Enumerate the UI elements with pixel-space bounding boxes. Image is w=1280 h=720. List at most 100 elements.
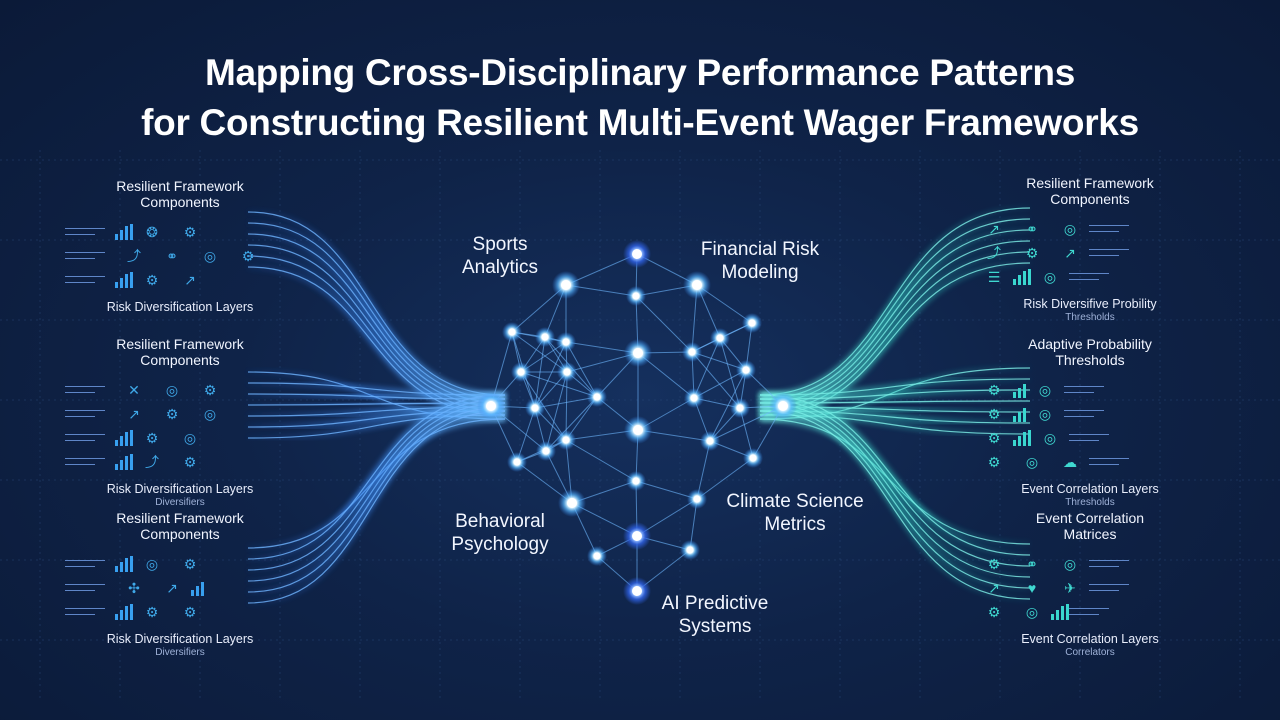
panel-sub: Correlators: [1065, 647, 1115, 658]
network-node: [749, 454, 757, 462]
gear-icon: ⚙: [183, 603, 197, 620]
panel-footer: Risk Diversification Layers: [106, 482, 254, 496]
trend-arrow-icon: ↗: [184, 271, 196, 288]
network-edge: [719, 337, 741, 409]
list-item: ⚙◎: [975, 378, 1205, 402]
page-title: Mapping Cross-Disciplinary Performance P…: [0, 48, 1280, 148]
network-node: [517, 368, 525, 376]
network-edge: [635, 480, 698, 500]
trend-arrow-icon: ↗: [166, 579, 178, 596]
target-icon: ◎: [165, 381, 179, 398]
gear-icon: ⚙: [145, 271, 159, 288]
panel-sub: Thresholds: [1065, 312, 1115, 323]
stream-left-core: [247, 394, 506, 560]
stream-right-core: [759, 218, 1031, 400]
target-icon: ◎: [203, 247, 217, 264]
stream-left-core: [247, 398, 506, 571]
network-node: [690, 394, 698, 402]
target-icon: ◎: [1038, 381, 1052, 398]
network-node: [632, 292, 640, 300]
panel-footer: Risk Diversification Layers: [106, 632, 254, 646]
network-node: [716, 334, 724, 342]
network-nodes: [477, 240, 797, 605]
bar-chart-icon: [1013, 269, 1031, 285]
bar-chart-icon: [115, 556, 133, 572]
network-edge: [534, 396, 598, 409]
stream-right-core: [759, 378, 1031, 396]
network-edge: [693, 337, 721, 399]
network-edge: [545, 371, 568, 452]
label-financial-risk: Financial Risk Modeling: [700, 239, 820, 283]
stream-left-core: [247, 410, 506, 604]
label-sports-analytics: Sports Analytics: [461, 234, 539, 278]
panel-sub: Diversifiers: [155, 647, 205, 658]
gear-icon: ⚙: [1025, 244, 1039, 261]
list-item: ◎⚙: [65, 552, 295, 576]
network-edge: [511, 331, 568, 373]
trend-arrow-icon: ↗: [128, 405, 140, 422]
network-icon: ⚭: [1026, 220, 1038, 237]
network-node: [632, 477, 640, 485]
list-item: ⚙⚭◎: [975, 552, 1205, 576]
network-node: [562, 436, 570, 444]
bar-chart-icon: [1013, 382, 1026, 398]
trend-arrow-icon: ↗: [1064, 244, 1076, 261]
bar-chart-icon: [115, 430, 133, 446]
list-item: ⚙◎: [975, 426, 1205, 450]
bar-chart-icon: [1013, 430, 1031, 446]
list-item: ⚙◎: [975, 402, 1205, 426]
list-item: ↗♥✈: [975, 576, 1205, 600]
gear-icon: ⚙: [987, 453, 1001, 470]
list-item: ⤴⚭◎⚙: [65, 244, 295, 268]
stream-right-core: [759, 402, 1031, 578]
gear-icon: ⚙: [203, 381, 217, 398]
stream-right-core: [759, 410, 1031, 600]
list-item: ↗ ⚭ ◎: [975, 217, 1205, 241]
list-item: ⚙◎☁: [975, 450, 1205, 474]
title-line-2: for Constructing Resilient Multi-Event W…: [141, 102, 1139, 143]
bar-chart-icon: [191, 580, 204, 596]
stream-left-core: [247, 222, 506, 400]
network-node: [706, 437, 714, 445]
bar-chart-icon: [115, 272, 133, 288]
trend-arrow-icon: ⤴: [987, 245, 1001, 261]
bar-chart-icon: [1051, 604, 1069, 620]
trend-arrow-icon: ↗: [988, 220, 1000, 237]
list-item: ☰◎: [975, 265, 1205, 289]
stream-left-core: [247, 402, 506, 582]
network-node: [486, 401, 496, 411]
network-node: [632, 249, 642, 259]
panel-footer: Event Correlation Layers: [1021, 632, 1159, 646]
target-icon: ◎: [1043, 429, 1057, 446]
brain-icon: ❂: [146, 223, 158, 240]
network-edge: [545, 396, 598, 452]
panel-footer: Risk Diversifive Probility: [1023, 297, 1157, 311]
network-node: [693, 495, 701, 503]
target-icon: ◎: [145, 555, 159, 572]
network-icon: ✣: [128, 579, 140, 596]
label-behavioral-psychology: Behavioral Psychology: [451, 511, 549, 555]
network-node: [508, 328, 516, 336]
network-icon: ⚭: [166, 247, 178, 264]
network-node: [778, 401, 788, 411]
network-node: [633, 348, 643, 358]
network-node: [541, 333, 549, 341]
network-node: [748, 319, 756, 327]
network-node: [686, 546, 694, 554]
gear-icon: ⚙: [987, 381, 1001, 398]
list-item: ✕◎⚙: [65, 378, 295, 402]
gear-icon: ⚙: [987, 405, 1001, 422]
target-icon: ◎: [1063, 555, 1077, 572]
stream-right-core: [759, 406, 1031, 589]
target-icon: ◎: [1063, 220, 1077, 237]
panel-sub: Thresholds: [1065, 497, 1115, 508]
